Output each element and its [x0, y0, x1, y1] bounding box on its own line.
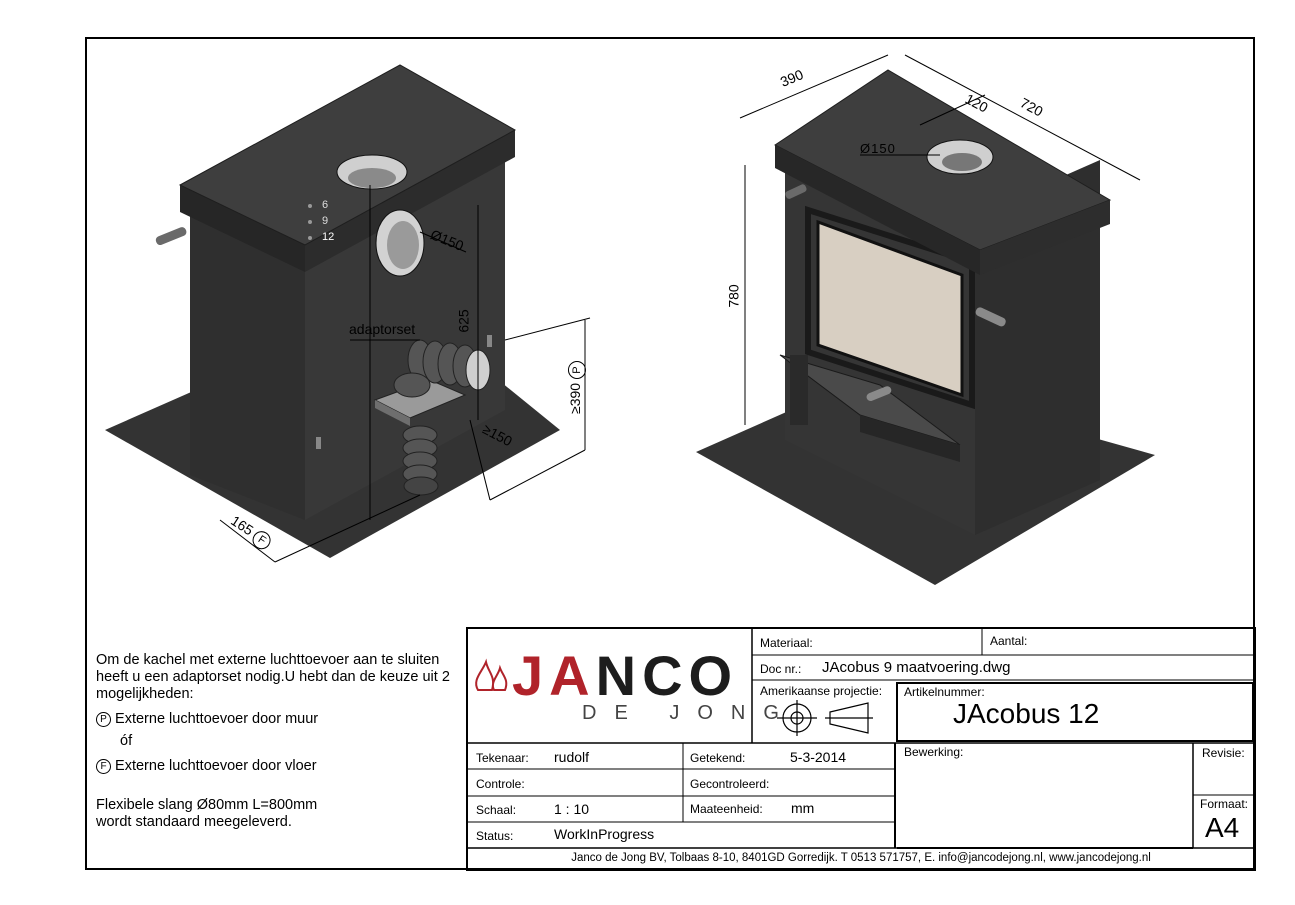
dim-wall: ≥390 P	[567, 361, 586, 414]
left-dimension-lines	[219, 185, 591, 563]
bewerking-label: Bewerking:	[904, 745, 964, 759]
option-p-tag: P	[96, 712, 111, 727]
tekenaar-value: rudolf	[554, 749, 590, 765]
docnr-label: Doc nr.:	[760, 662, 802, 676]
projection-symbol	[777, 700, 873, 736]
stove-side-left	[190, 215, 305, 520]
footer-address: Janco de Jong BV, Tolbaas 8-10, 8401GD G…	[571, 852, 1151, 864]
docnr-value: JAcobus 9 maatvoering.dwg	[822, 659, 1011, 676]
title-block-grid	[466, 627, 1256, 871]
top-slab-edge	[180, 185, 305, 272]
top-slab	[178, 64, 517, 246]
door-handle	[975, 307, 1006, 327]
maateenheid-value: mm	[791, 800, 815, 816]
tekenaar-label: Tekenaar:	[476, 751, 529, 765]
artikel-value: JAcobus 12	[953, 698, 1100, 729]
dim-height-right: 780	[725, 284, 742, 308]
note-hose-2: wordt standaard meegeleverd.	[96, 814, 292, 830]
logo-sub: DE JONG	[582, 702, 797, 724]
logo-main: JANCO	[512, 644, 739, 707]
side-handle	[155, 227, 187, 246]
variant-9: 9	[322, 215, 329, 227]
note-or: óf	[120, 733, 133, 749]
schaal-label: Schaal:	[476, 803, 517, 817]
materiaal-label: Materiaal:	[760, 636, 813, 650]
top-slab-edge-right	[305, 130, 515, 272]
option-f-tag: F	[96, 759, 111, 774]
maateenheid-label: Maateenheid:	[690, 802, 763, 816]
revisie-label: Revisie:	[1202, 746, 1245, 760]
dim-height-left: 625	[455, 309, 472, 333]
formaat-value: A4	[1205, 812, 1240, 843]
left-stove-view	[105, 64, 591, 563]
formaat-label: Formaat:	[1200, 797, 1249, 811]
aantal-label: Aantal:	[990, 634, 1028, 648]
variant-6: 6	[322, 199, 329, 211]
schaal-value: 1 : 10	[554, 801, 590, 817]
note-hose-1: Flexibele slang Ø80mm L=800mm	[96, 797, 318, 813]
note-intro: Om de kachel met externe luchttoevoer aa…	[96, 652, 450, 702]
dim-wall-value: ≥390	[566, 382, 583, 414]
dim-flue-right: Ø150	[860, 141, 896, 156]
right-dimension-lines	[739, 54, 1141, 425]
option-p-text: Externe luchttoevoer door muur	[115, 711, 319, 727]
note-option-f: F Externe luchttoevoer door vloer	[96, 758, 317, 775]
getekend-label: Getekend:	[690, 751, 746, 765]
gecontroleerd-label: Gecontroleerd:	[690, 777, 770, 791]
status-label: Status:	[476, 829, 514, 843]
logo-wordmark: JANCO	[512, 648, 738, 704]
getekend-value: 5-3-2014	[790, 749, 847, 765]
door-glass	[816, 219, 964, 398]
artikel-label: Artikelnummer:	[904, 685, 985, 699]
option-f-text: Externe luchttoevoer door vloer	[115, 758, 317, 774]
flexible-hose	[393, 339, 491, 496]
projectie-label: Amerikaanse projectie:	[760, 684, 883, 698]
dim-wall-tag: P	[567, 361, 586, 380]
status-value: WorkInProgress	[554, 826, 655, 842]
flame-icon	[475, 658, 508, 691]
note-option-p: P Externe luchttoevoer door muur	[96, 711, 318, 728]
controle-label: Controle:	[476, 777, 525, 791]
janco-logo	[475, 658, 508, 691]
right-stove-view	[696, 54, 1155, 585]
label-adaptorset: adaptorset	[349, 321, 416, 337]
variant-12: 12	[322, 231, 335, 243]
